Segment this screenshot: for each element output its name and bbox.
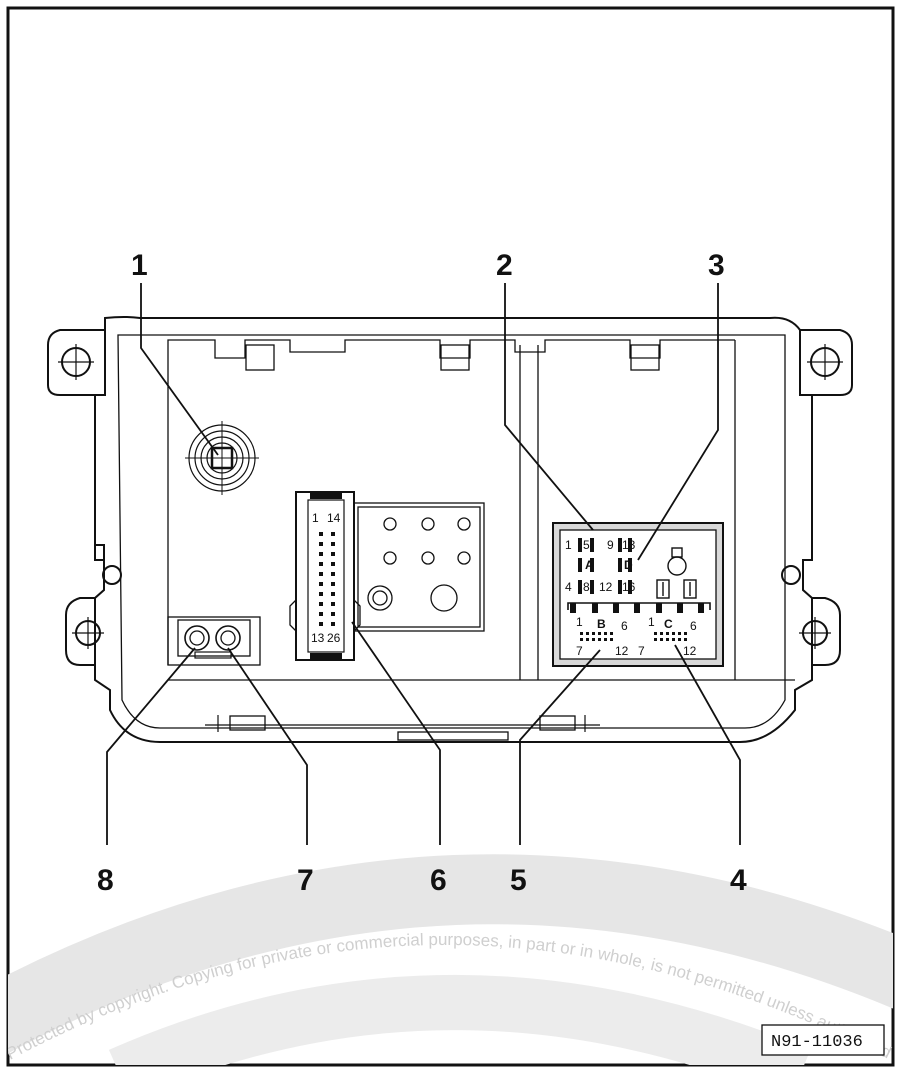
pin-label-b7: 7 <box>576 644 583 658</box>
reference-code-box: N91-11036 <box>761 1024 885 1056</box>
pin-label-d9: 9 <box>607 538 614 552</box>
pin-label-a1: 1 <box>565 538 572 552</box>
block-label-d: D <box>624 558 633 572</box>
pin-label-c12: 12 <box>683 644 697 658</box>
connector-26-pin: 1 14 13 26 <box>289 491 361 661</box>
pin-label-b1: 1 <box>576 615 583 629</box>
callout-7: 7 <box>297 864 314 897</box>
pin-label-d13: 13 <box>622 538 636 552</box>
pin-label-14: 14 <box>327 511 341 525</box>
pin-label-c6: 6 <box>690 619 697 633</box>
pin-label-c7: 7 <box>638 644 645 658</box>
pin-label-26: 26 <box>327 631 341 645</box>
pin-label-c1: 1 <box>648 615 655 629</box>
block-label-a: A <box>585 558 594 572</box>
pin-label-d12: 12 <box>599 580 613 594</box>
radio-unit <box>47 316 853 743</box>
fakra-sockets <box>167 616 261 666</box>
callout-2: 2 <box>496 249 513 282</box>
pin-label-a8: 8 <box>583 580 590 594</box>
pin-label-13: 13 <box>311 631 325 645</box>
leader-lines <box>106 283 741 845</box>
block-label-b: B <box>597 617 606 631</box>
callout-1: 1 <box>131 249 148 282</box>
callout-3: 3 <box>708 249 725 282</box>
pin-label-b6: 6 <box>621 619 628 633</box>
quadlock-connector: 1 5 9 13 A D 4 8 12 16 <box>552 522 724 667</box>
pin-label-b12: 12 <box>615 644 629 658</box>
callout-8: 8 <box>97 864 114 897</box>
pin-label-d16: 16 <box>622 580 636 594</box>
antenna-connector <box>185 421 259 495</box>
mounting-plate <box>353 502 485 632</box>
callout-4: 4 <box>730 864 747 897</box>
pin-label-1: 1 <box>312 511 319 525</box>
callout-6: 6 <box>430 864 447 897</box>
pin-label-a5: 5 <box>583 538 590 552</box>
callout-5: 5 <box>510 864 527 897</box>
block-label-c: C <box>664 617 673 631</box>
reference-code: N91-11036 <box>771 1033 863 1052</box>
pin-label-a4: 4 <box>565 580 572 594</box>
